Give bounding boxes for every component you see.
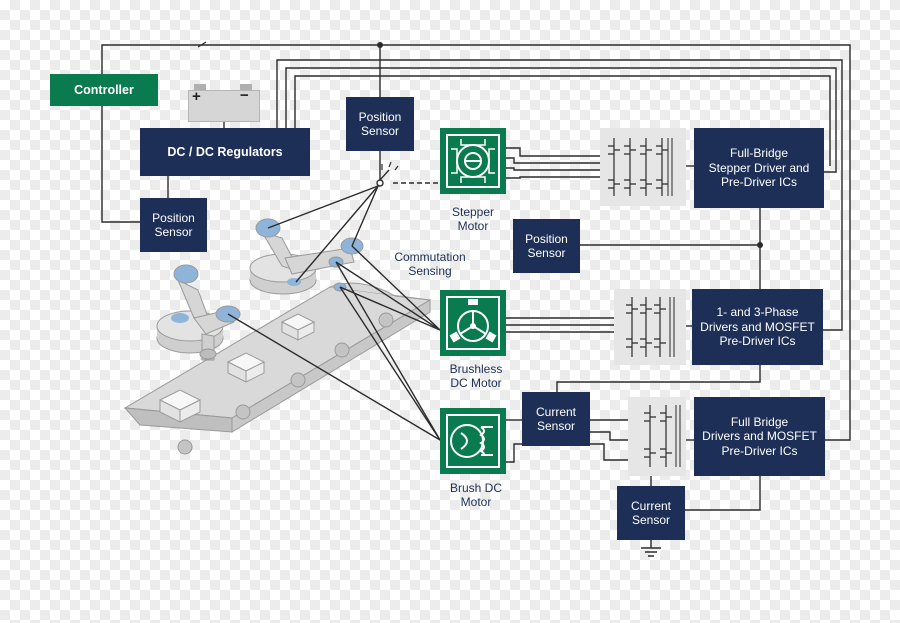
controller-label: Controller (74, 82, 134, 97)
current-sensor-bottom-line2: Sensor (631, 513, 671, 527)
battery-plus-symbol: + (192, 88, 201, 105)
stepper-motor-label-line1: Stepper (451, 205, 495, 219)
brush-motor-label-line1: Brush DC (449, 481, 502, 495)
position-sensor-top-line2: Sensor (360, 124, 400, 138)
signal-wires (101, 41, 851, 557)
brush-driver-line2: Drivers and MOSFET (702, 429, 817, 444)
current-sensor-bottom-line1: Current (630, 498, 671, 513)
position-sensor-top-block: Position Sensor (346, 97, 414, 151)
stepper-driver-block: Full-Bridge Stepper Driver and Pre-Drive… (694, 128, 824, 208)
bldc-mosfet-bridge-icon (614, 289, 686, 365)
commutation-sensing-label: Commutation Sensing (384, 250, 476, 279)
stepper-driver-line3: Pre-Driver ICs (720, 175, 797, 190)
commutation-label-line1: Commutation (394, 250, 466, 264)
dc-dc-regulators-block: DC / DC Regulators (140, 128, 310, 176)
brushless-motor-label-line1: Brushless (449, 362, 503, 376)
brush-motor-label-line2: Motor (460, 495, 492, 510)
position-sensor-left-line2: Sensor (154, 225, 193, 239)
stepper-mosfet-bridge-icon (600, 128, 686, 206)
current-sensor-bottom-block: Current Sensor (617, 486, 685, 540)
position-sensor-left-block: Position Sensor (140, 198, 207, 252)
current-sensor-mid-line1: Current (535, 404, 576, 419)
current-sensor-mid-line2: Sensor (536, 419, 576, 433)
stepper-driver-line2: Stepper Driver and (708, 160, 810, 175)
brush-mosfet-bridge-icon (628, 397, 686, 476)
stepper-motor-icon (440, 128, 506, 194)
stepper-motor-label: Stepper Motor (438, 205, 508, 234)
bldc-driver-block: 1- and 3-Phase Drivers and MOSFET Pre-Dr… (692, 289, 823, 365)
position-sensor-mid-block: Position Sensor (513, 219, 580, 273)
selector-switch-icon (376, 161, 399, 187)
brushless-motor-label-line2: DC Motor (450, 376, 502, 391)
brush-driver-block: Full Bridge Drivers and MOSFET Pre-Drive… (694, 397, 825, 476)
position-sensor-mid-line2: Sensor (527, 246, 566, 260)
brushless-dc-motor-label: Brushless DC Motor (436, 362, 516, 391)
brush-driver-line3: Pre-Driver ICs (721, 443, 798, 458)
brush-dc-motor-icon (440, 408, 506, 474)
brushless-dc-motor-icon (440, 290, 506, 356)
brush-driver-line1: Full Bridge (730, 414, 789, 429)
commutation-label-line2: Sensing (408, 264, 452, 279)
battery-minus-symbol: − (240, 87, 249, 104)
controller-block: Controller (50, 74, 158, 106)
conveyor-robot-illustration (123, 218, 432, 455)
position-sensor-left-line1: Position (152, 210, 195, 225)
stepper-driver-line1: Full-Bridge (729, 146, 789, 161)
stepper-motor-label-line2: Motor (457, 219, 489, 234)
position-sensor-mid-line1: Position (525, 231, 568, 246)
position-sensor-top-line1: Position (358, 109, 402, 124)
bldc-driver-line3: Pre-Driver ICs (719, 334, 796, 349)
bldc-driver-line2: Drivers and MOSFET (700, 319, 815, 334)
regulators-label: DC / DC Regulators (167, 144, 283, 159)
bldc-driver-line1: 1- and 3-Phase (716, 305, 799, 320)
battery-icon: + − (188, 84, 260, 122)
brush-dc-motor-label: Brush DC Motor (436, 481, 516, 510)
current-sensor-mid-block: Current Sensor (522, 392, 590, 446)
